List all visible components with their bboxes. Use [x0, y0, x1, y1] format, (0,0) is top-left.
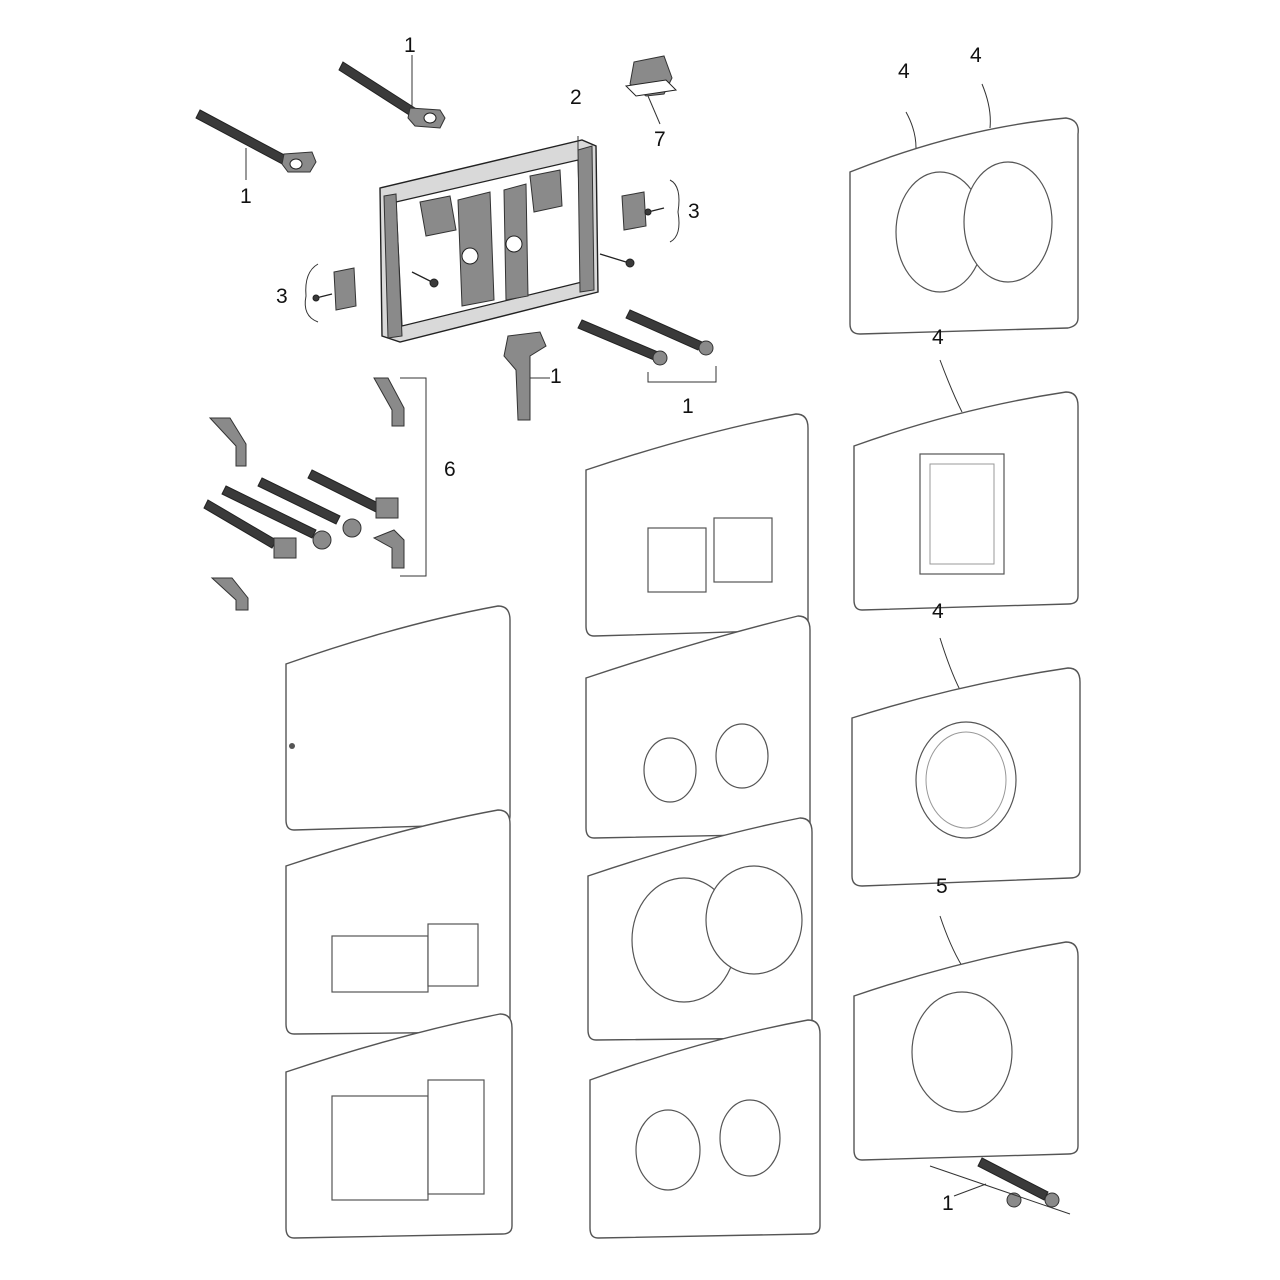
callout-lever: 1: [550, 365, 562, 388]
callout-rod-top: 1: [404, 34, 416, 57]
lever-part: [503, 331, 550, 421]
threaded-rod-top: [338, 55, 446, 129]
flush-plate-dual-round-flat: [589, 1019, 821, 1239]
callout-spring-d: 4: [932, 600, 944, 623]
callout-spring-a: 4: [898, 60, 910, 83]
screw-set-left: [304, 263, 439, 323]
threaded-rods-bottom: [929, 1157, 1071, 1215]
flush-plate-dual-rect: [285, 809, 511, 1035]
flush-plate-single-round-large: [853, 915, 1079, 1161]
clip-part: [624, 55, 678, 125]
callout-spring-e: 5: [936, 875, 948, 898]
flush-plate-single-round: [851, 637, 1081, 887]
mounting-kit: [203, 377, 427, 611]
flush-plate-dual-rect-large: [285, 1013, 513, 1239]
callout-kit: 6: [444, 458, 456, 481]
flush-plate-dual-round-small: [585, 615, 811, 839]
flush-plate-dual-square: [585, 413, 809, 637]
callout-clip: 7: [654, 128, 666, 151]
flush-plate-single-square: [853, 359, 1079, 611]
screw-set-right: [599, 179, 680, 268]
callout-rods-middle: 1: [682, 395, 694, 418]
flush-plate-dual-round-medium: [587, 817, 813, 1041]
threaded-rods-middle: [577, 309, 717, 383]
callout-spring-b: 4: [970, 44, 982, 67]
callout-screws-right: 3: [688, 200, 700, 223]
callout-rods-bottom: 1: [942, 1192, 954, 1215]
callout-rod-left: 1: [240, 185, 252, 208]
threaded-rod-left: [195, 109, 317, 180]
callout-screws-left: 3: [276, 285, 288, 308]
flush-plate-dual-round-large: [849, 83, 1079, 335]
mounting-frame: [379, 136, 599, 343]
callout-frame: 2: [570, 86, 582, 109]
flush-plate-blank-cover: [285, 605, 511, 831]
callout-spring-c: 4: [932, 326, 944, 349]
